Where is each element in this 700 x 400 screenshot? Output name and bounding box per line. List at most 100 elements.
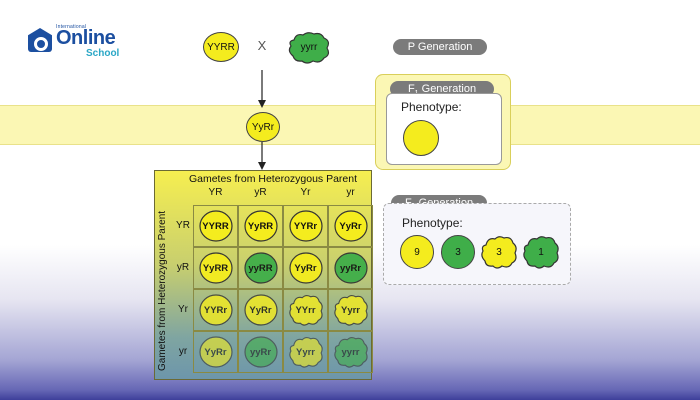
cross-sign: X (257, 38, 267, 53)
punnett-genotype: YyRr (204, 346, 227, 358)
round-pea-shape (243, 252, 278, 284)
punnett-cell (193, 289, 238, 331)
punnett-genotype: YyRr (294, 262, 317, 274)
f2-green-wrinkled-pea: 1 (522, 234, 560, 270)
wrinkled-pea-shape (481, 236, 517, 269)
round-pea-shape (333, 210, 368, 242)
punnett-square: Gametes from Heterozygous Parent Gametes… (154, 170, 373, 380)
punnett-cell (193, 331, 238, 373)
wrinkled-pea-shape (288, 32, 330, 64)
punnett-genotype: YyRR (202, 262, 229, 274)
logo-sub-text: School (86, 48, 120, 59)
logo-brand-text: Online (56, 27, 116, 49)
wrinkled-pea-shape (333, 295, 368, 326)
punnett-genotype: Yyrr (295, 346, 315, 358)
punnett-pea: yyRR (243, 251, 279, 285)
f2-count-yellow-round: 9 (414, 246, 420, 258)
punnett-pea: YYRr (198, 293, 234, 327)
f1-pea: YyRr (246, 112, 280, 142)
wrinkled-pea-shape (523, 236, 559, 269)
wrinkled-pea-shape (333, 337, 368, 368)
punnett-genotype: YYRr (293, 220, 318, 232)
logo-small-text: International (56, 24, 87, 30)
punnett-pea: YYRr (288, 209, 324, 243)
punnett-cell (238, 289, 283, 331)
parent2-genotype: yyrr (300, 41, 318, 53)
punnett-cell (283, 289, 328, 331)
punnett-genotype: YyRR (247, 220, 274, 232)
f1-label-rest: Generation (418, 83, 477, 95)
punnett-row-header: Yr (178, 304, 188, 315)
punnett-row-header: yr (178, 346, 188, 357)
f1-phenotype-pea (403, 120, 439, 156)
punnett-pea: YyRR (198, 251, 234, 285)
round-pea-shape (198, 294, 233, 326)
f1-phenotype-label: Phenotype: (401, 100, 462, 114)
punnett-pea: YyRr (198, 335, 234, 369)
wrinkled-pea-shape (288, 337, 323, 368)
punnett-cell (193, 247, 238, 289)
punnett-pea: Yyrr (288, 335, 324, 369)
punnett-pea: YYrr (288, 293, 324, 327)
punnett-genotype: yyRr (249, 346, 272, 358)
f2-count-green-round: 3 (455, 246, 461, 258)
f1-phenotype-panel: Phenotype: (386, 93, 502, 165)
punnett-cell (283, 331, 328, 373)
f2-yellow-round-pea: 9 (400, 235, 434, 269)
punnett-pea: YyRr (288, 251, 324, 285)
punnett-col-header: yR (254, 187, 267, 198)
f1-genotype: YyRr (251, 121, 275, 133)
punnett-pea: Yyrr (333, 293, 369, 327)
f1-generation-box: F1 Generation Phenotype: (375, 74, 511, 170)
online-school-logo: International Online School (28, 24, 128, 59)
punnett-top-title: Gametes from Heterozygous Parent (188, 173, 358, 185)
punnett-genotype: Yyrr (340, 304, 360, 316)
punnett-row-header: yR (176, 262, 190, 273)
f2-green-round-pea: 3 (441, 235, 475, 269)
punnett-cell (328, 205, 373, 247)
punnett-cell (283, 205, 328, 247)
punnett-genotype: YYrr (295, 304, 316, 316)
punnett-genotype: yyRr (339, 262, 362, 274)
punnett-side-title: Gametes from Heterozygous Parent (157, 210, 168, 371)
parent2-pea: yyrr (286, 30, 332, 64)
round-pea-shape (198, 336, 233, 368)
punnett-genotype: yyrr (341, 346, 360, 358)
f2-count-green-wrinkled: 1 (538, 246, 544, 258)
parent1-genotype: YYRR (207, 41, 235, 53)
punnett-cell (328, 331, 373, 373)
f1-band (0, 105, 700, 145)
f2-count-yellow-wrinkled: 3 (496, 246, 502, 258)
f1-label-main: F (407, 83, 415, 95)
punnett-cell (238, 205, 283, 247)
punnett-row-header: YR (176, 220, 190, 231)
punnett-genotype: YYRR (202, 220, 229, 232)
punnett-pea: yyRr (243, 335, 279, 369)
punnett-pea: YyRr (243, 293, 279, 327)
round-pea-shape (198, 210, 233, 242)
round-pea-shape (243, 294, 278, 326)
punnett-pea: yyRr (333, 251, 369, 285)
f2-phenotype-label: Phenotype: (402, 216, 463, 230)
punnett-genotype: YyRr (339, 220, 362, 232)
punnett-cell (238, 247, 283, 289)
round-pea-shape (198, 252, 233, 284)
punnett-col-header: Yr (300, 187, 311, 198)
punnett-genotype: yyRR (248, 262, 273, 274)
wrinkled-pea-shape (288, 295, 323, 326)
punnett-cell (328, 247, 373, 289)
p-generation-label: P Generation (393, 39, 487, 55)
punnett-pea: YyRr (333, 209, 369, 243)
punnett-genotype: YYRr (203, 304, 228, 316)
round-pea-shape (288, 252, 323, 284)
punnett-cell (193, 205, 238, 247)
round-pea-shape (243, 210, 278, 242)
parent1-pea: YYRR (203, 32, 239, 62)
f2-yellow-wrinkled-pea: 3 (480, 234, 518, 270)
round-pea-shape (243, 336, 278, 368)
punnett-pea: YYRR (198, 209, 234, 243)
punnett-genotype: YyRr (249, 304, 272, 316)
round-pea-shape (333, 252, 368, 284)
punnett-cell (283, 247, 328, 289)
